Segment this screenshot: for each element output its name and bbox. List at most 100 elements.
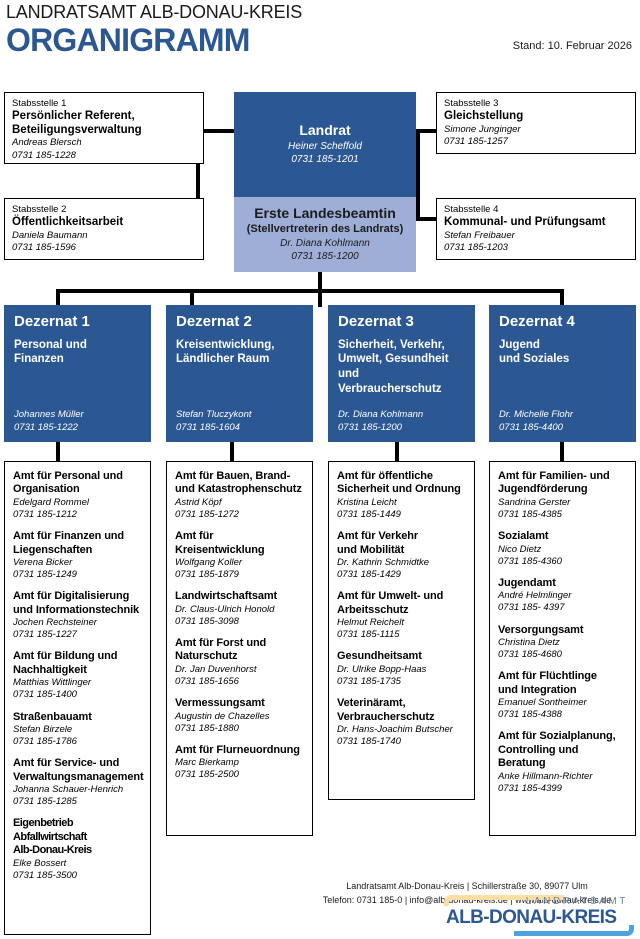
dezernat-4-name: Jugend und Soziales [499, 338, 570, 366]
stabsstelle-2-kicker: Stabsstelle 2 [12, 204, 67, 215]
dezernat-1-person: Johannes Müller [14, 409, 84, 421]
connector-dez4-to-column [560, 440, 564, 462]
department-phone: 0731 185-3098 [175, 615, 239, 627]
footer-address-line: Landratsamt Alb-Donau-Kreis | Schillerst… [346, 881, 588, 891]
department-phone: 0731 185-1449 [337, 508, 401, 520]
department-title: Amt für Flüchtlinge und Integration [498, 670, 597, 696]
logo-bracket-bottom-icon [514, 925, 634, 936]
department-title: Versorgungsamt [498, 623, 584, 636]
stabsstelle-4-name: Kommunal- und Prüfungsamt [444, 215, 606, 228]
connector-dez1-to-column [56, 440, 60, 462]
department-person: Augustin de Chazelles [175, 710, 270, 722]
department-person: Christina Dietz [498, 636, 560, 648]
dezernat-3-header[interactable]: Dezernat 3 Sicherheit, Verkehr, Umwelt, … [328, 305, 475, 442]
organisation-name: LANDRATSAMT ALB-DONAU-KREIS [6, 2, 302, 22]
stabsstelle-2-person: Daniela Baumann [12, 229, 88, 241]
department-title: Straßenbauamt [13, 710, 92, 723]
connector-left-vertical [196, 129, 200, 221]
department-phone: 0731 185-1400 [13, 689, 77, 701]
department-title: Vermessungsamt [175, 697, 265, 710]
dezernat-3-number: Dezernat 3 [338, 313, 414, 330]
erste-landesbeamtin-box[interactable]: Erste Landesbeamtin (Stellvertreterin de… [234, 197, 416, 272]
department-item[interactable]: Amt für Digitalisierung und Informations… [13, 590, 143, 641]
department-title: Amt für Digitalisierung und Informations… [13, 590, 140, 616]
department-phone: 0731 185-1227 [13, 629, 77, 641]
stabsstelle-3-person: Simone Junginger [444, 123, 521, 135]
landrat-title: Landrat [299, 122, 351, 139]
department-phone: 0731 185- 4397 [498, 602, 565, 614]
department-person: Astrid Köpf [175, 496, 222, 508]
stabsstelle-4-kicker: Stabsstelle 4 [444, 204, 499, 215]
department-phone: 0731 185-1735 [337, 675, 401, 687]
department-item[interactable]: Amt für Sozialplanung, Controlling und B… [498, 730, 628, 795]
dezernat-4-header[interactable]: Dezernat 4 Jugend und Soziales Dr. Miche… [489, 305, 636, 442]
department-item[interactable]: Amt für Service- und Verwaltungsmanageme… [13, 757, 144, 808]
landrat-box[interactable]: Landrat Heiner Scheffold 0731 185-1201 [234, 92, 416, 197]
dezernat-1-header[interactable]: Dezernat 1 Personal und Finanzen Johanne… [4, 305, 151, 442]
department-title: Amt für Personal und Organisation [13, 470, 123, 496]
department-phone: 0731 185-1272 [175, 508, 239, 520]
landrat-phone: 0731 185-1201 [291, 154, 359, 166]
department-person: Anke Hillmann-Richter [498, 770, 593, 782]
department-title: Amt für Finanzen und Liegenschaften [13, 530, 125, 556]
dezernat-2-header[interactable]: Dezernat 2 Kreisentwicklung, Ländlicher … [166, 305, 313, 442]
department-person: Marc Bierkamp [175, 757, 239, 769]
deputy-title: Erste Landesbeamtin [254, 205, 396, 222]
department-person: Helmut Reichelt [337, 617, 405, 629]
connector-trunk-to-dez2 [190, 289, 194, 307]
stabsstelle-1-box[interactable]: Stabsstelle 1 Persönlicher Referent, Bet… [4, 92, 204, 164]
stabsstelle-3-name: Gleichstellung [444, 109, 524, 122]
page-title: ORGANIGRAMM [6, 22, 250, 58]
connector-right-to-stabs3 [416, 129, 450, 133]
stabsstelle-4-phone: 0731 185-1203 [444, 242, 508, 254]
status-date: Stand: 10. Februar 2026 [512, 40, 632, 52]
department-person: Matthias Wittlinger [13, 677, 92, 689]
department-phone: 0731 185-3500 [13, 869, 77, 881]
department-person: Wolfgang Koller [175, 556, 243, 568]
stabsstelle-2-box[interactable]: Stabsstelle 2 Öffentlichkeitsarbeit Dani… [4, 198, 204, 260]
department-title: Eigenbetrieb Abfallwirtschaft Alb-Donau-… [13, 817, 92, 857]
department-phone: 0731 185-4680 [498, 649, 562, 661]
dezernat-3-phone: 0731 185-1200 [338, 421, 402, 433]
dezernat-3-name: Sicherheit, Verkehr, Umwelt, Gesundheit … [338, 338, 449, 396]
dezernat-3-person: Dr. Diana Kohlmann [338, 409, 424, 421]
stabsstelle-4-box[interactable]: Stabsstelle 4 Kommunal- und Prüfungsamt … [436, 198, 636, 260]
department-title: Amt für Service- und Verwaltungsmanageme… [13, 757, 144, 783]
stabsstelle-1-person: Andreas Blersch [12, 137, 82, 149]
department-title: Gesundheitsamt [337, 650, 422, 663]
department-item[interactable]: Amt für Bauen, Brand- und Katastrophensc… [175, 470, 305, 521]
department-person: Nico Dietz [498, 543, 542, 555]
department-title: Amt für Kreisentwicklung [175, 530, 265, 556]
stabsstelle-3-kicker: Stabsstelle 3 [444, 98, 499, 109]
department-item[interactable]: Eigenbetrieb Abfallwirtschaft Alb-Donau-… [13, 817, 143, 882]
connector-trunk-horizontal [56, 289, 564, 293]
department-item[interactable]: Amt für öffentliche Sicherheit und Ordnu… [337, 470, 467, 521]
stabsstelle-3-box[interactable]: Stabsstelle 3 Gleichstellung Simone Jung… [436, 92, 636, 154]
department-person: Dr. Hans-Joachim Butscher [337, 723, 453, 735]
stabsstelle-1-name: Persönlicher Referent, Beteiligungsverwa… [12, 109, 142, 136]
department-phone: 0731 185-4385 [498, 508, 562, 520]
connector-trunk-to-dez3 [318, 289, 322, 307]
dezernat-4-phone: 0731 185-4400 [499, 421, 563, 433]
deputy-person: Dr. Diana Kohlmann [280, 237, 370, 249]
department-person: André Helmlinger [498, 590, 572, 602]
